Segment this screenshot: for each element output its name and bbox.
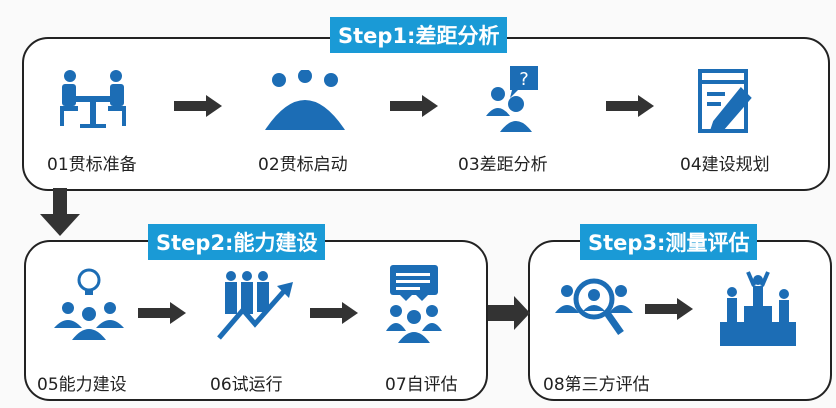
podium-icon [720,271,796,346]
arrow-right-icon [310,302,358,324]
item-label-07: 07自评估 [385,375,458,395]
group-meeting-icon [265,70,345,130]
step3-title: Step3:测量评估 [580,224,758,260]
meeting-table-icon [60,70,126,128]
question-people-icon: ? [486,66,538,132]
item-label-03: 03差距分析 [458,155,548,175]
arrow-right-icon [174,95,222,117]
arrow-right-icon [138,302,186,324]
document-pencil-icon [698,69,752,133]
step1-title: Step1:差距分析 [330,17,508,53]
arrow-right-icon [645,298,693,320]
arrow-right-icon [606,95,654,117]
arrow-down-icon [40,188,80,236]
idea-team-icon [54,268,124,340]
item-label-02: 02贯标启动 [258,155,348,175]
discussion-team-icon [386,265,442,343]
svg-text:?: ? [519,69,529,90]
item-label-01: 01贯标准备 [47,155,137,175]
arrow-right-icon [390,95,438,117]
search-people-icon [555,278,633,336]
item-label-06: 06试运行 [210,375,283,395]
growth-team-icon [217,271,293,340]
item-label-04: 04建设规划 [680,155,770,175]
item-label-05: 05能力建设 [37,375,127,395]
step2-title: Step2:能力建设 [148,224,326,260]
item-label-08: 08第三方评估 [543,375,650,395]
arrow-right-icon [488,296,530,330]
